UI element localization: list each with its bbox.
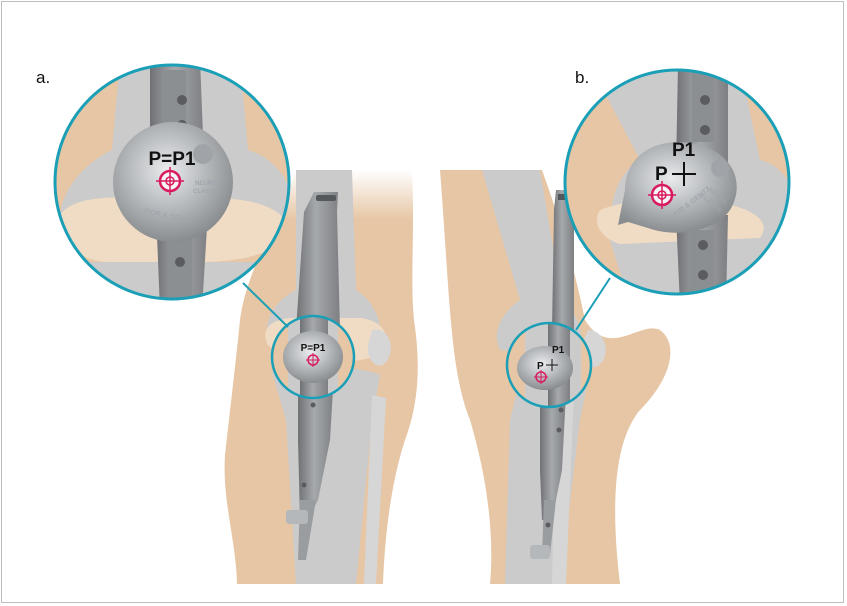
- engraving-model-2-a: CLASSIC: [193, 189, 220, 195]
- orthosis-a-screw: [311, 403, 316, 408]
- panel-label-a: a.: [36, 68, 50, 88]
- small-point-label-a: P=P1: [301, 343, 326, 354]
- orthosis-b-foot-tab: [530, 545, 550, 559]
- small-label-p1-b: P1: [552, 345, 565, 356]
- small-label-p-b: P: [537, 361, 544, 372]
- large-point-label-a: P=P1: [148, 149, 195, 170]
- magnifier-large-b: NEURO CLASSIC FIOR & GENTZ P1 P: [560, 65, 800, 305]
- large-label-p1-b: P1: [672, 140, 696, 161]
- engraving-model-1-a: NEURO: [195, 181, 217, 187]
- orthosis-a-foot-tab: [286, 510, 308, 524]
- large-label-p-b: P: [655, 164, 668, 185]
- orthosis-a-upper-slot: [316, 195, 336, 201]
- panel-label-b: b.: [575, 68, 589, 88]
- orthosis-a-screw: [302, 483, 307, 488]
